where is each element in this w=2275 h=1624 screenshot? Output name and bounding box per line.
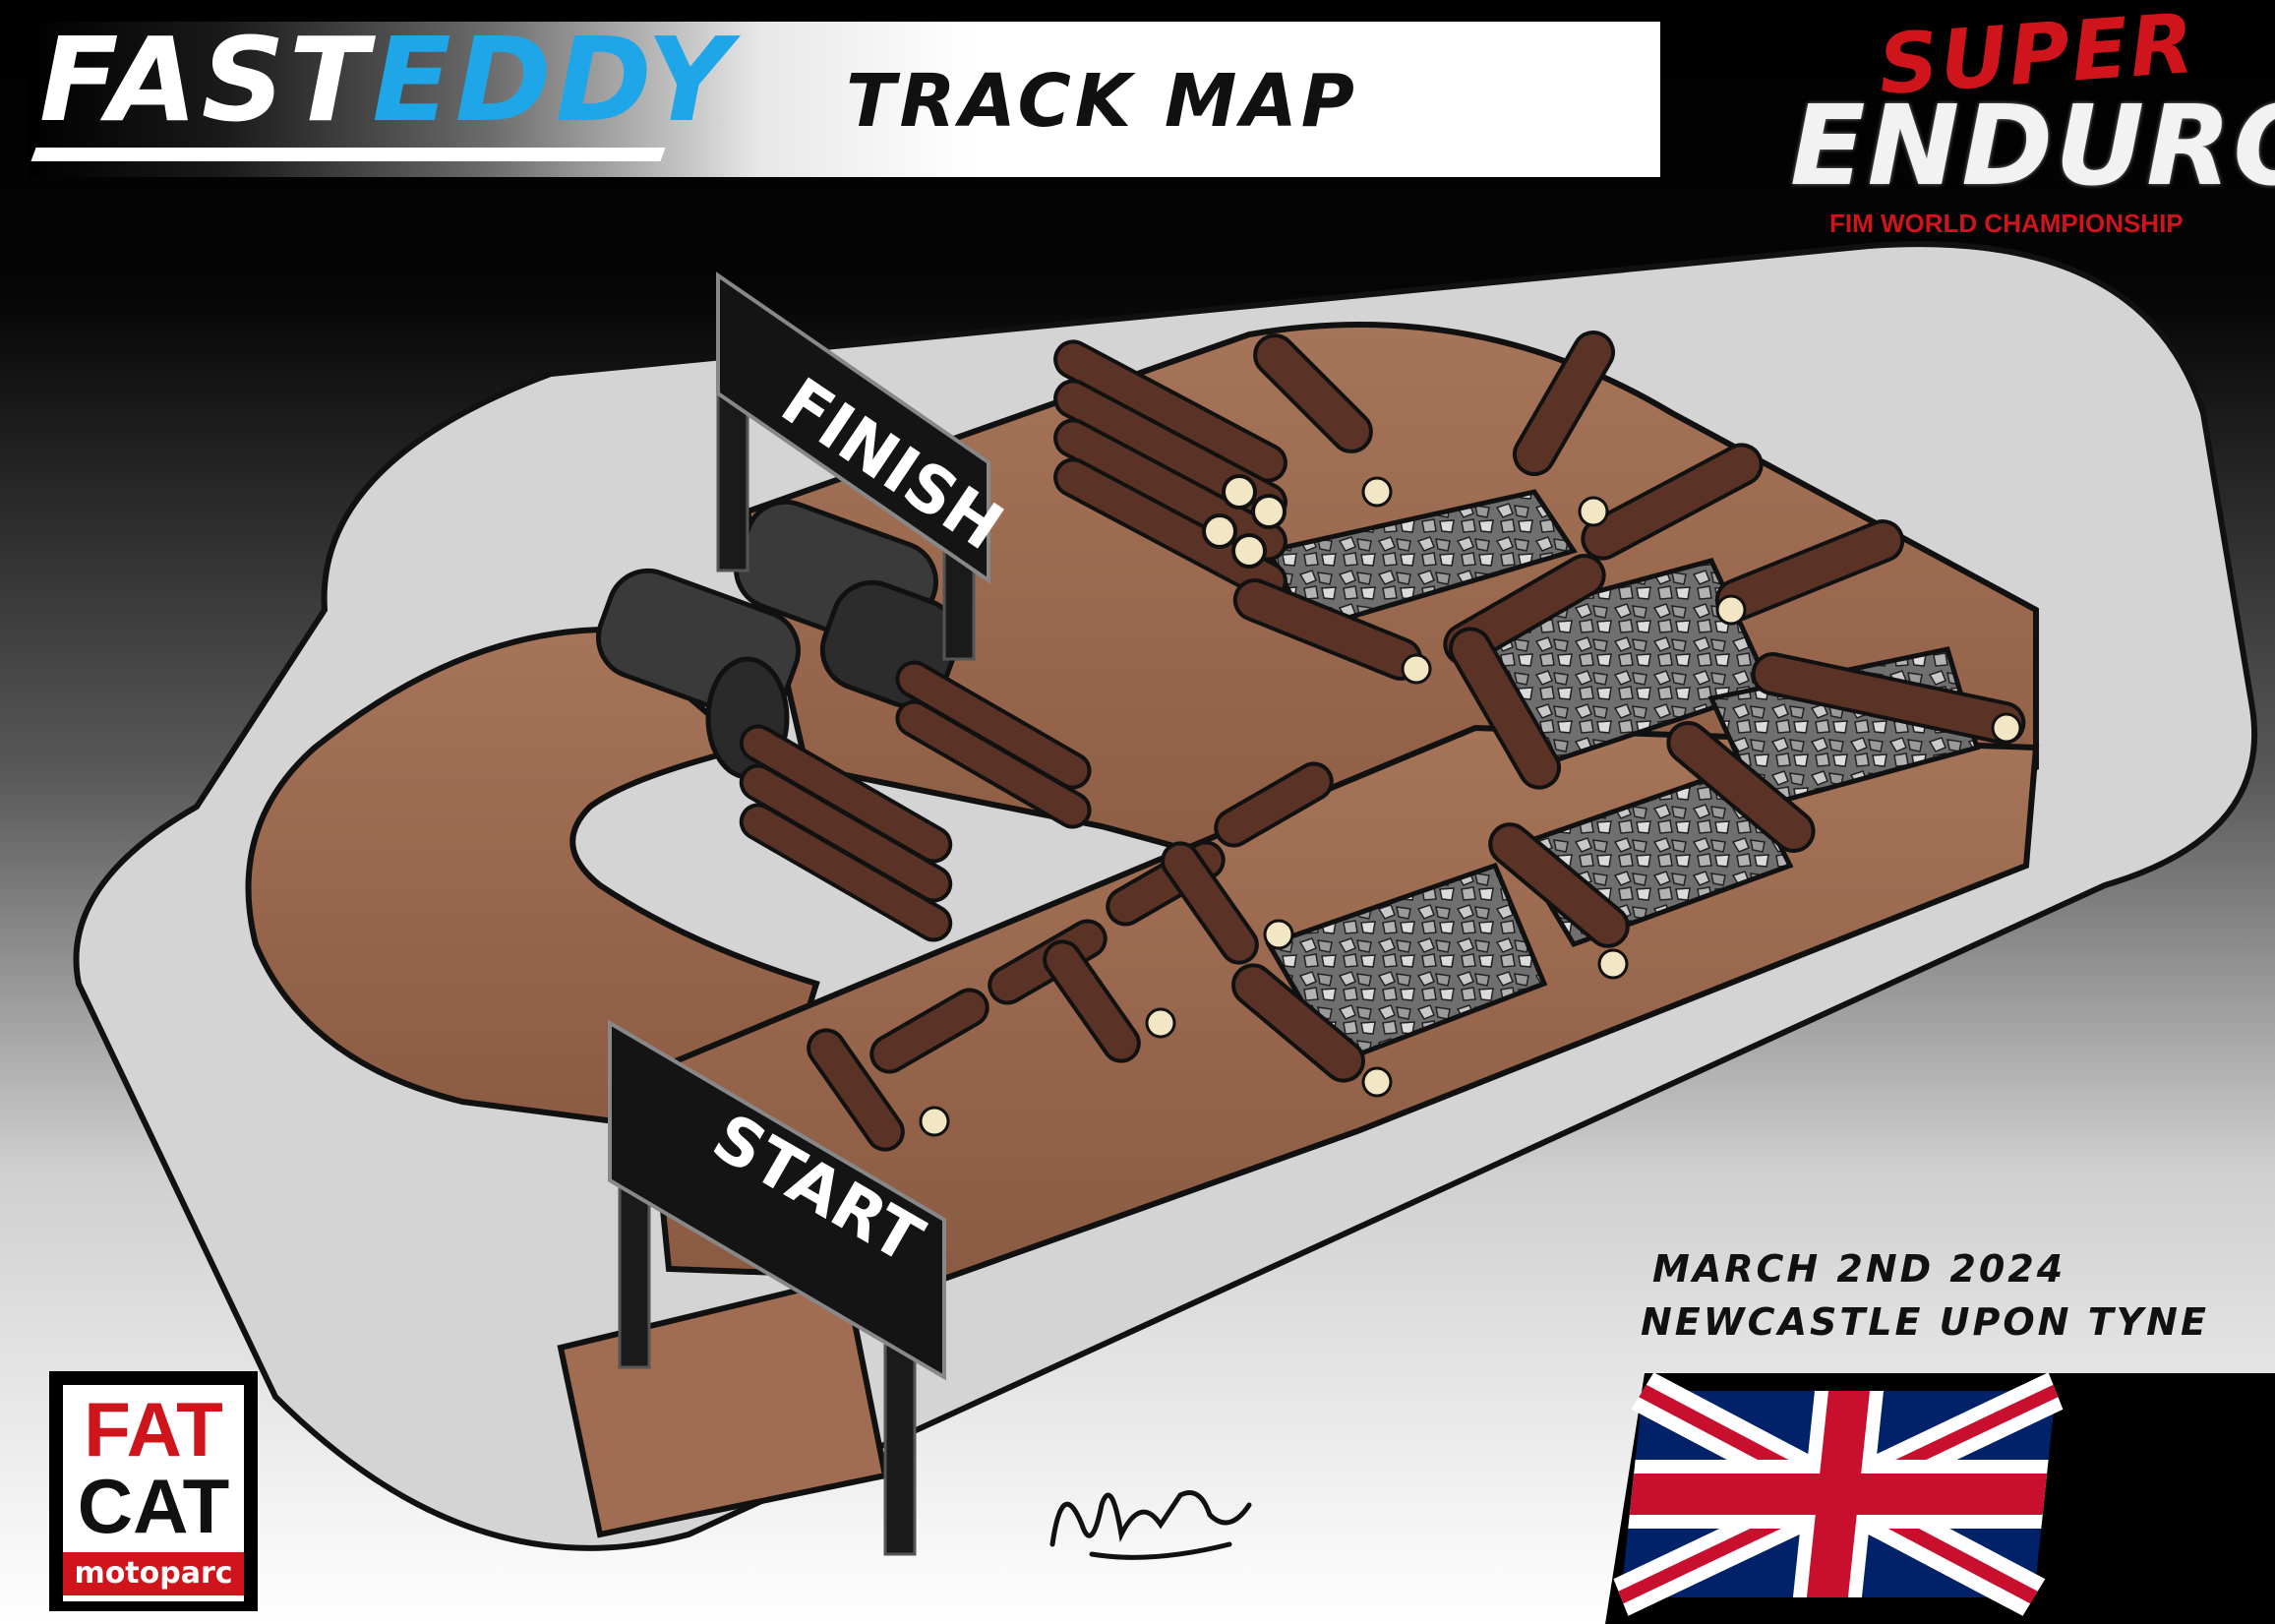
event-location: NEWCASTLE UPON TYNE — [1641, 1300, 2209, 1344]
super-enduro-logo: SUPER ENDURO FIM WORLD CHAMPIONSHIP — [1770, 0, 2275, 242]
log-stack — [739, 660, 1092, 942]
fatcat-line1: FAT — [84, 1386, 223, 1473]
tyre-section — [595, 499, 961, 780]
union-jack-flag-icon — [1613, 1373, 2064, 1616]
brand-eddy-text: EDDY — [372, 12, 735, 148]
artist-signature — [1049, 1490, 1252, 1560]
event-date: MARCH 2ND 2024 — [1652, 1247, 2066, 1291]
logo-enduro-text: ENDURO — [1790, 83, 2275, 211]
fasteddy-logo: FAST EDDY — [39, 20, 735, 138]
fatcat-line2: CAT — [77, 1463, 230, 1549]
log-obstacle — [807, 331, 2026, 1152]
page-title: TRACK MAP — [846, 59, 1359, 144]
fatcat-motoparc-logo: FAT CAT motoparc — [49, 1371, 258, 1611]
logo-subtitle: FIM WORLD CHAMPIONSHIP — [1829, 209, 2184, 238]
log-stack — [1053, 339, 1287, 601]
log-ends — [919, 476, 2022, 1137]
fatcat-line3: motoparc — [63, 1552, 244, 1595]
brand-fast-text: FAST — [39, 12, 373, 148]
uk-flag-panel — [1605, 1373, 2275, 1624]
dirt-loop — [245, 626, 820, 1145]
